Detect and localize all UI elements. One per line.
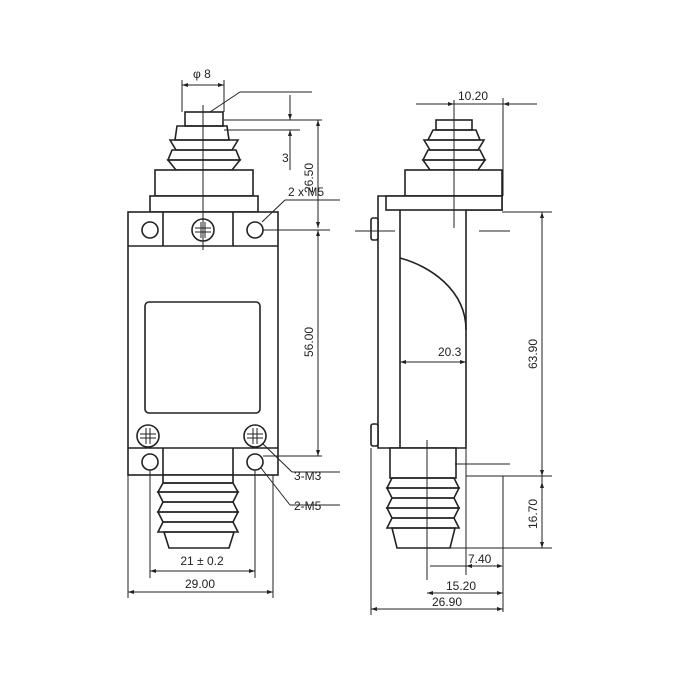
front-window bbox=[144, 301, 261, 414]
side-body bbox=[377, 195, 503, 449]
side-bottom-plunger bbox=[385, 447, 461, 549]
dim-plunger-height: 26.50 bbox=[302, 163, 316, 193]
dim-bottom-plunger-center: 15.20 bbox=[446, 579, 476, 593]
dim-body-height: 56.00 bbox=[302, 327, 316, 357]
dim-plunger-travel: 3 bbox=[282, 151, 289, 165]
front-top-plunger bbox=[149, 111, 259, 213]
label-bottom-holes: 2-M5 bbox=[294, 499, 322, 513]
dim-cam-depth: 20.3 bbox=[438, 345, 462, 359]
dim-hole-spacing: 21 ± 0.2 bbox=[180, 554, 224, 568]
dim-pin-diameter: φ 8 bbox=[193, 67, 211, 81]
screw-icon bbox=[243, 424, 267, 448]
front-bottom-plunger bbox=[156, 474, 240, 549]
label-screws: 3-M3 bbox=[294, 469, 322, 483]
side-view: 10.20 20.3 63.90 16.70 7.40 15.20 bbox=[355, 89, 552, 615]
dim-bottom-plunger-offset: 7.40 bbox=[468, 552, 492, 566]
mount-hole bbox=[141, 221, 159, 239]
dim-plunger-offset: 10.20 bbox=[458, 89, 488, 103]
dim-side-body-height: 63.90 bbox=[526, 339, 540, 369]
dim-overall-depth: 26.90 bbox=[432, 595, 462, 609]
screw-icon bbox=[136, 424, 160, 448]
dim-body-width: 29.00 bbox=[185, 577, 215, 591]
front-view: φ 8 26.50 3 2 x M5 56.00 3-M3 bbox=[127, 67, 340, 598]
label-top-holes: 2 x M5 bbox=[288, 185, 324, 199]
dim-bottom-plunger-height: 16.70 bbox=[526, 499, 540, 529]
